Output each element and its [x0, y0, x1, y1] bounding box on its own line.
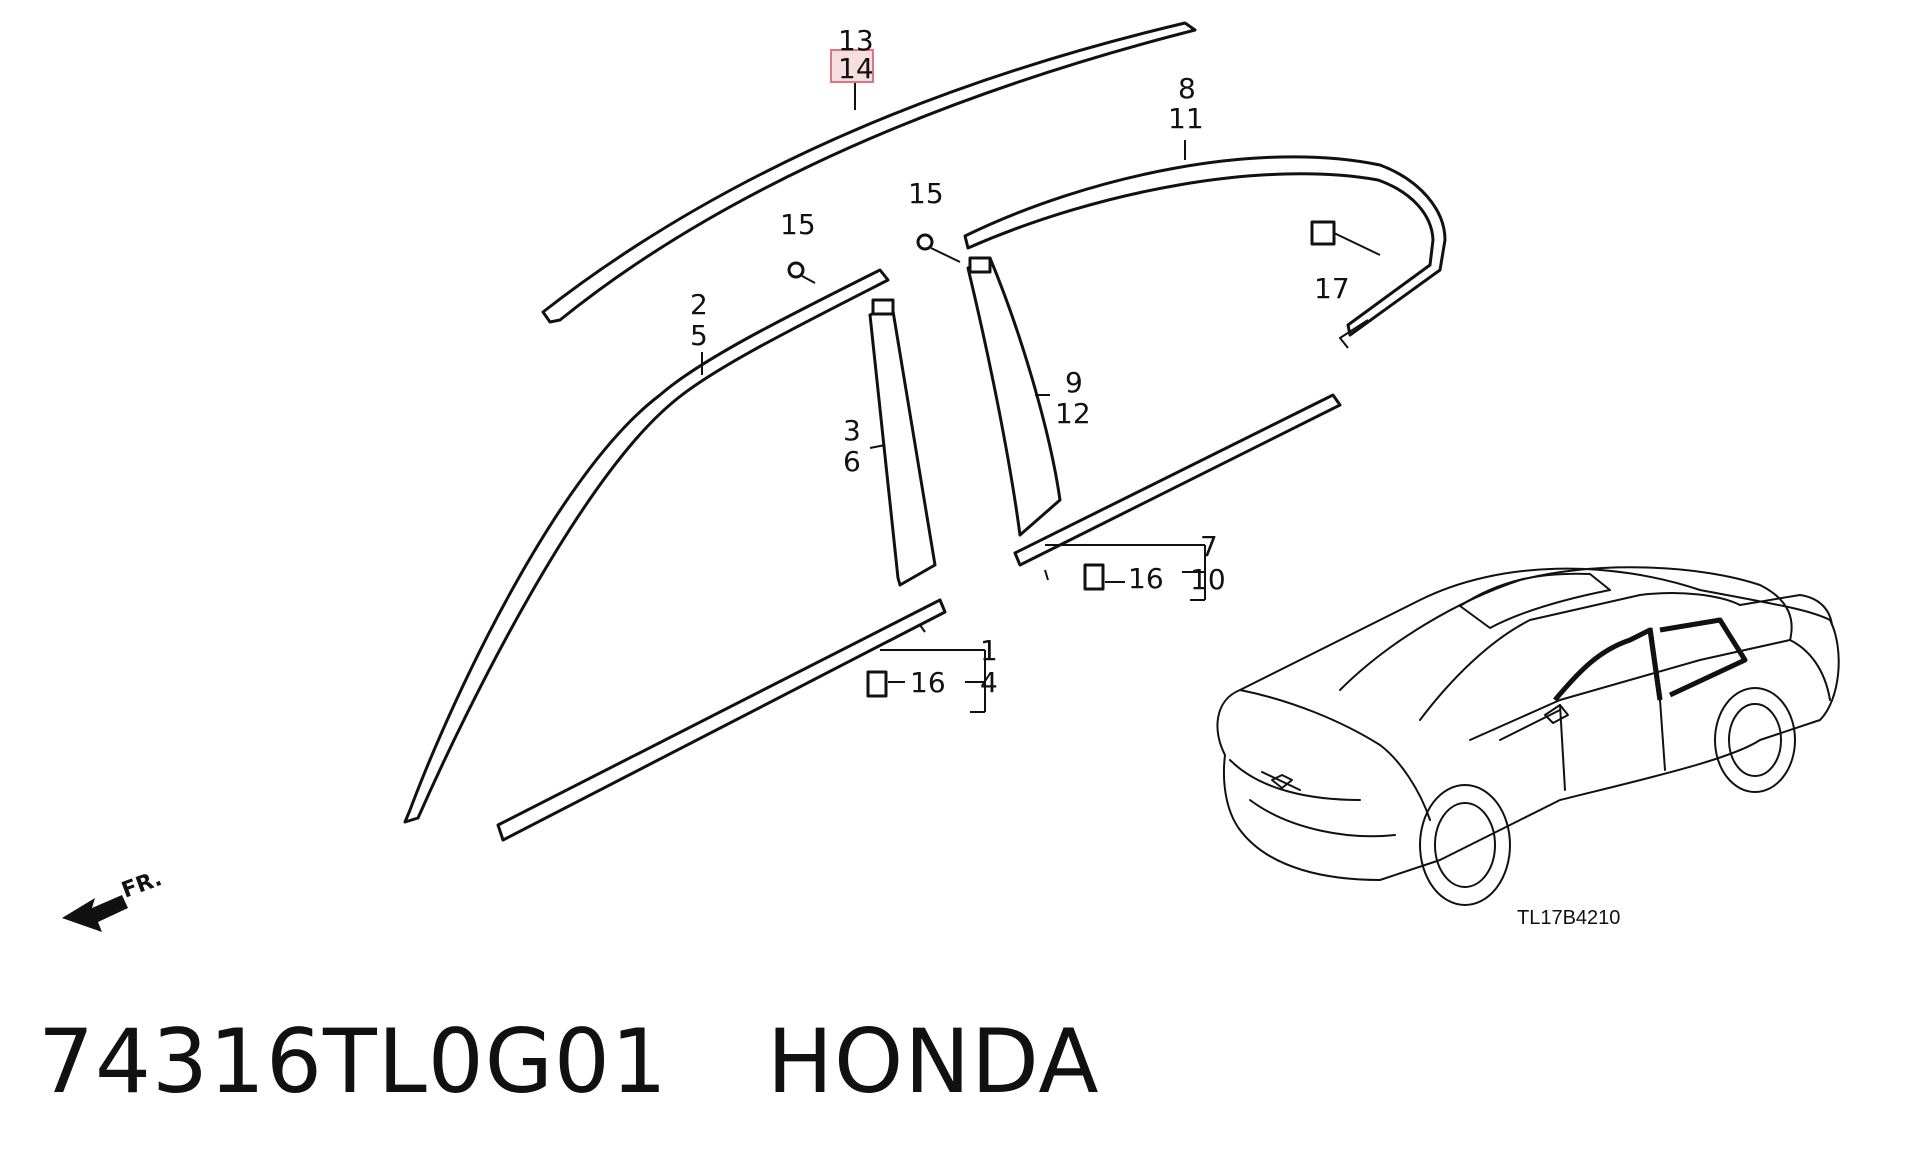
front-belt-molding-part	[496, 598, 947, 842]
rear-pillar-garnish-part	[966, 256, 1062, 537]
car-illustration	[1216, 566, 1840, 906]
front-door-frame-molding-part	[403, 268, 890, 824]
part-number: 74316TL0G01	[38, 1010, 668, 1113]
callout-2: 2	[690, 288, 708, 321]
screw-icon	[787, 261, 816, 284]
callout-7: 7	[1200, 530, 1218, 563]
callout-16b: 16	[910, 666, 946, 699]
callout-13: 13	[838, 24, 874, 57]
clip-icon	[866, 670, 888, 698]
callout-16a: 16	[1128, 562, 1164, 595]
callout-1: 1	[980, 634, 998, 667]
callout-3: 3	[843, 414, 861, 447]
callout-4: 4	[980, 666, 998, 699]
callout-11: 11	[1168, 102, 1204, 135]
callout-17: 17	[1314, 272, 1350, 305]
screw-icon	[916, 233, 961, 263]
brand-name: HONDA	[766, 1010, 1100, 1113]
callout-8: 8	[1178, 72, 1196, 105]
clip-icon	[1083, 563, 1105, 591]
callout-10: 10	[1190, 563, 1226, 596]
front-direction-arrow-icon: FR.	[62, 866, 165, 932]
svg-text:FR.: FR.	[119, 866, 166, 903]
callout-6: 6	[843, 445, 861, 478]
front-pillar-garnish-part	[868, 303, 937, 587]
callout-15b: 15	[908, 177, 944, 210]
callout-5: 5	[690, 319, 708, 352]
footer: 74316TL0G01 HONDA	[38, 1010, 1100, 1113]
clip-icon	[1310, 220, 1381, 256]
diagram-code: TL17B4210	[1517, 907, 1620, 929]
callout-14: 14	[838, 52, 874, 85]
roof-molding-part	[541, 21, 1197, 324]
highlight-box	[830, 49, 874, 83]
callout-9: 9	[1065, 366, 1083, 399]
callout-15a: 15	[780, 208, 816, 241]
callout-12: 12	[1055, 397, 1091, 430]
rear-roof-molding-part	[963, 155, 1447, 337]
rear-belt-molding-part	[1013, 393, 1342, 567]
